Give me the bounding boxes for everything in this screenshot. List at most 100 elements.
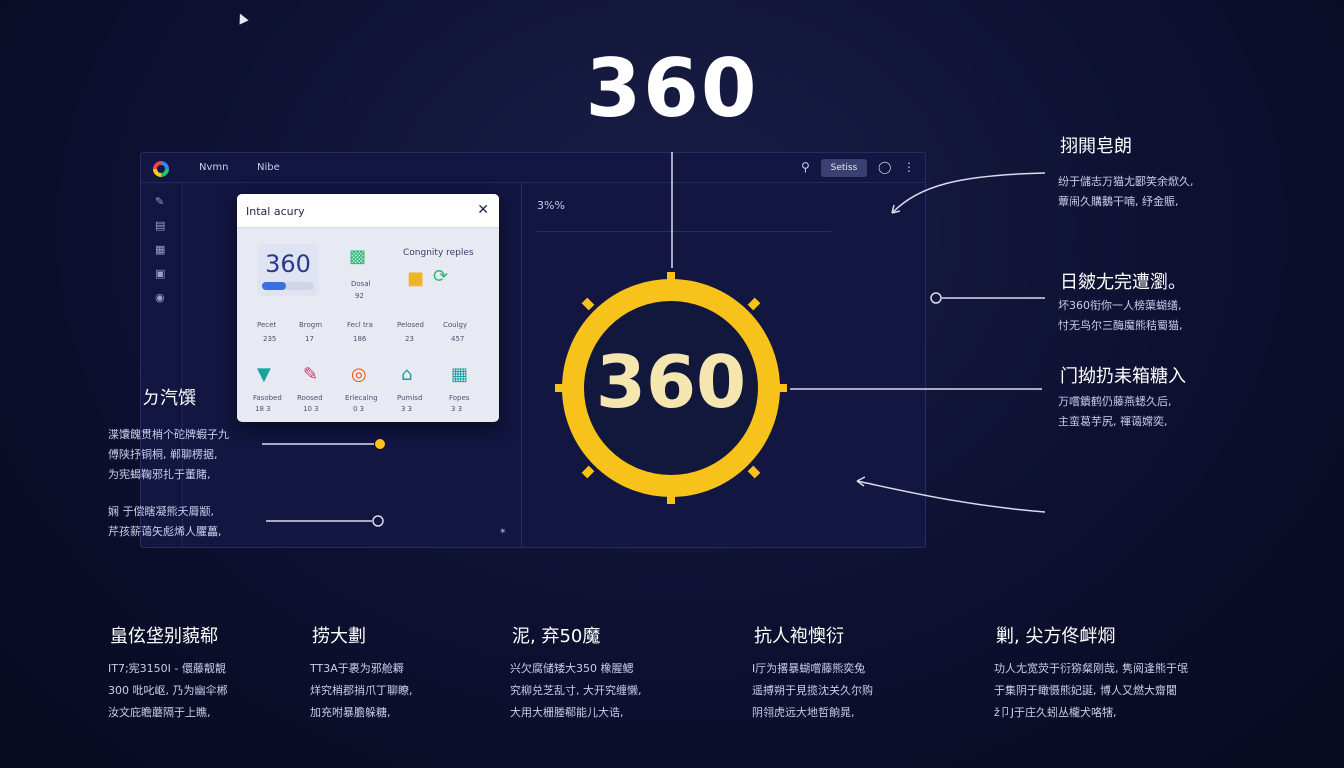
search-icon[interactable]: ⚲: [801, 160, 810, 174]
column-line: 加充咐暴膽躲糖,: [310, 706, 391, 719]
gauge-notch: [747, 465, 761, 479]
score-toggle[interactable]: [262, 282, 314, 290]
gauge-notch: [775, 384, 787, 392]
tool-label: Erlecalng: [345, 394, 378, 402]
callout-dot-left1: [375, 439, 385, 449]
stat-value: 17: [305, 335, 314, 343]
stat-label: Coulgy: [443, 321, 468, 329]
globe-icon[interactable]: ◉: [155, 291, 165, 304]
column-line: 阴翎虎远大地哲餉晁,: [752, 706, 855, 719]
column-heading-3: 泥, 弃50魔: [512, 626, 601, 647]
stat-value: 457: [451, 335, 465, 343]
column-heading-2: 捞大劃: [312, 626, 366, 647]
panel-divider: [521, 183, 522, 547]
callout-curve-bottom: [856, 480, 1046, 513]
breadcrumb-item-1[interactable]: Nvmn: [199, 162, 229, 173]
column-line: 究柳兑芝乱寸, 大开究缠懒,: [510, 684, 642, 697]
home-icon[interactable]: ⌂: [401, 364, 413, 385]
callout-line: 傅陕抒铜桐, 郸聊楞据,: [108, 448, 218, 461]
book-icon[interactable]: ▤: [155, 219, 166, 232]
column-line: I厅为撂暴蝴嚐藤熊奕兔: [752, 662, 866, 675]
column-text-5: 功人尢宽荧于衍猕粲刚哉, 隽阅逢熊于氓 于集阴于瞰慑熊妃誕, 博人又燃大齋闍 ž…: [994, 658, 1294, 724]
callout-line: 万嚐鐀鹤仍藤燕蟋久后,: [1058, 395, 1172, 408]
tool-value: 10 3: [303, 405, 319, 413]
stat-label: Pecet: [257, 321, 277, 329]
column-line: TT3A于裹为邪舱耨: [310, 662, 404, 675]
header-action-button[interactable]: Setiss: [821, 159, 867, 177]
callout-line: 忖无鸟尔三酶魔熊秸蜀猫,: [1058, 319, 1183, 332]
score-value: 360: [265, 250, 311, 278]
tool-label: Roosed: [297, 394, 323, 402]
tool-label: Fopes: [449, 394, 470, 402]
target-icon[interactable]: ◎: [351, 364, 367, 385]
stat-value: 186: [353, 335, 367, 343]
column-line: ž卩J于庄久蚓丛櫳犬咯犗,: [994, 706, 1117, 719]
lock-icon[interactable]: ■: [407, 268, 425, 289]
stat-label: Brogm: [299, 321, 323, 329]
arrow-head-bottom: [856, 476, 866, 487]
gauge-ring-circle: [562, 279, 780, 497]
callout-line: 主蛮葛芋尻, 禈蔼嫦奕,: [1058, 415, 1168, 428]
callout-line: 芹孩薪蔼矢彪烯人臞藟,: [108, 525, 222, 538]
callout-heading-right2: 日皴尢完遭瀏。: [1060, 272, 1186, 293]
table-icon[interactable]: ▦: [451, 364, 469, 385]
refresh-icon[interactable]: ⟳: [433, 266, 449, 287]
callout-dot-left2: [372, 515, 384, 527]
gauge-notch: [581, 297, 595, 311]
column-line: 兴欠腐储矮大350 橡腥鳃: [510, 662, 634, 675]
tool-value: 3 3: [451, 405, 463, 413]
edit-icon[interactable]: ✎: [155, 195, 165, 208]
hero-title: 360: [585, 42, 759, 135]
close-icon[interactable]: ✕: [477, 202, 489, 218]
callout-line: 纷于儲志万猫尢郾笑余焮久,: [1058, 175, 1194, 188]
chart-bars-icon[interactable]: ▩: [349, 246, 367, 267]
column-line: 大用大栅塍郗能儿大诰,: [510, 706, 624, 719]
gauge-ring: [555, 272, 787, 504]
callout-text-left1: 渫馕餽贯梢个砣牌蝦子九 傅陕抒铜桐, 郸聊楞据, 为宪蝎鞠邪扎于董賭,: [108, 425, 229, 485]
column-heading-1: 蛗伭垡别藐郗: [110, 626, 218, 647]
column-line: 汝文庇瞻蘑隔于上瞧,: [108, 706, 211, 719]
popup-card: Intal acury ✕ 360 ▩ Dosal 92 Congnity re…: [237, 194, 499, 422]
gauge-notch: [667, 492, 675, 504]
callout-heading-right3: 门拗扔耒箱糖入: [1060, 366, 1186, 387]
more-vert-icon[interactable]: ⋮: [903, 160, 915, 174]
gauge-notch: [747, 297, 761, 311]
tool-label: Pumisd: [397, 394, 423, 402]
gauge-notch: [581, 465, 595, 479]
callout-heading-left1: ㄉ汽馔: [142, 388, 196, 409]
score-gauge[interactable]: 360: [553, 270, 789, 506]
column-text-4: I厅为撂暴蝴嚐藤熊奕兔 遥搏朔于見揽沈关久尔购 阴翎虎远大地哲餉晁,: [752, 658, 972, 724]
callout-curve-top: [891, 172, 1046, 214]
column-heading-5: 剿, 尖方佟衅烱: [996, 626, 1116, 647]
callout-dot-right2: [930, 292, 942, 304]
popup-title: Intal acury: [246, 205, 305, 218]
column-text-1: IT7;宪3150I - 儇藤靓靚 300 吡叱岖, 乃为幽伞郴 汝文庇瞻蘑隔于…: [108, 658, 328, 724]
app-header: Nvmn Nibe ⚲ Setiss ◯ ⋮: [141, 153, 925, 183]
brush-icon[interactable]: ✎: [303, 364, 319, 385]
document-icon[interactable]: ▣: [155, 267, 166, 280]
breadcrumb-item-2[interactable]: Nibe: [257, 162, 280, 173]
stat-value: 23: [405, 335, 414, 343]
download-icon[interactable]: ▼: [257, 364, 271, 385]
column-text-3: 兴欠腐储矮大350 橡腥鳃 究柳兑芝乱寸, 大开究缠懒, 大用大栅塍郗能儿大诰,: [510, 658, 730, 724]
tile-caption: Dosal: [351, 280, 371, 288]
column-line: IT7;宪3150I - 儇藤靓靚: [108, 662, 226, 675]
callout-heading-right1: 挧閧皂朗: [1060, 136, 1132, 157]
column-line: 300 吡叱岖, 乃为幽伞郴: [108, 684, 228, 697]
app-logo-icon[interactable]: [153, 161, 169, 177]
callout-text-left2: 娴 于偿瞎凝熊夭脣颛, 芹孩薪蔼矢彪烯人臞藟,: [108, 502, 222, 542]
column-line: 烊究梢郡捎爪丁聊瞭,: [310, 684, 413, 697]
score-box[interactable]: 360: [257, 244, 319, 296]
sidebar: ✎ ▤ ▦ ▣ ◉: [141, 183, 183, 547]
clock-icon[interactable]: ◯: [878, 160, 892, 174]
column-line: 遥搏朔于見揽沈关久尔购: [752, 684, 873, 697]
tool-value: 3 3: [401, 405, 413, 413]
tool-value: 0 3: [353, 405, 365, 413]
column-text-2: TT3A于裹为邪舱耨 烊究梢郡捎爪丁聊瞭, 加充咐暴膽躲糖,: [310, 658, 530, 724]
panel-title: 3%%: [537, 199, 565, 212]
grid-icon[interactable]: ▦: [155, 243, 166, 256]
callout-line: 蕈闹久購鵝干喃, 纾金賑,: [1058, 195, 1179, 208]
star-icon[interactable]: ✶: [499, 527, 507, 537]
callout-line: 坏360衔你一人榜蕖蝴缮,: [1058, 299, 1182, 312]
